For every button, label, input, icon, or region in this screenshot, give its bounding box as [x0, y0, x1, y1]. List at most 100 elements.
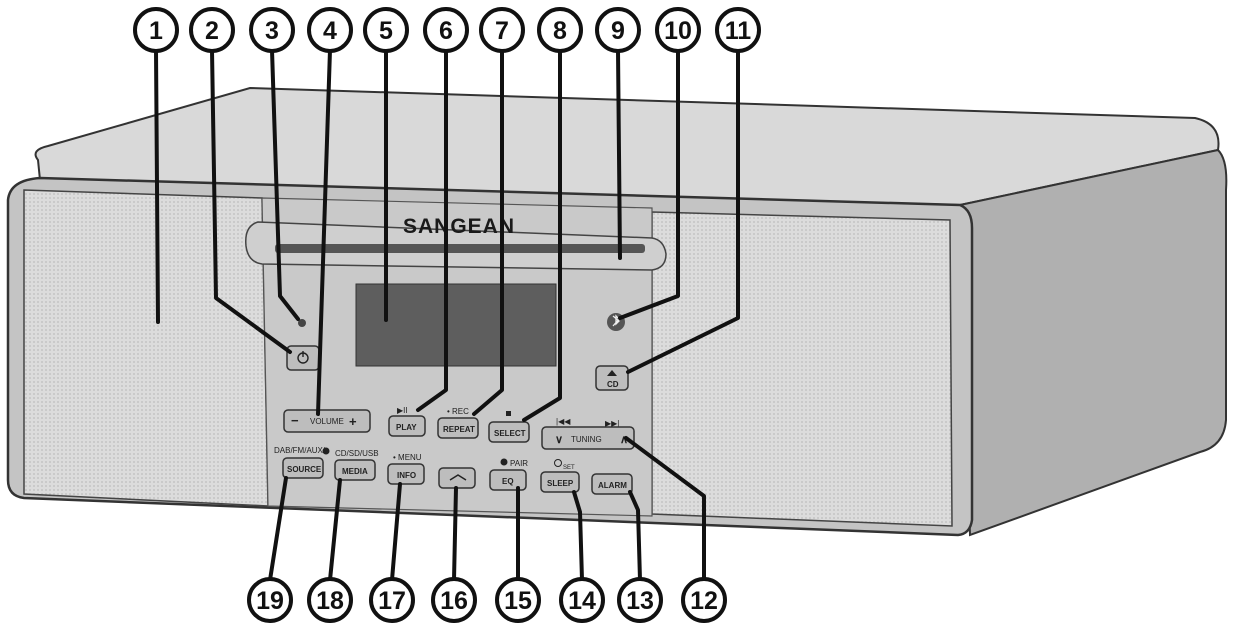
svg-text:18: 18	[316, 587, 344, 615]
dab-fm-aux-label: DAB/FM/AUX/	[274, 446, 326, 455]
svg-text:CD: CD	[607, 380, 619, 389]
tuning-control[interactable]: |◀◀ ▶▶| ∨ TUNING ∧	[541, 417, 635, 450]
svg-text:EQ: EQ	[502, 477, 514, 486]
svg-text:TUNING: TUNING	[571, 435, 602, 444]
top-surface	[34, 86, 1220, 207]
bluetooth-icon	[612, 314, 620, 327]
callout-4: 4	[307, 7, 353, 53]
callout-18: 18	[307, 577, 353, 623]
callout-markers: 1 2 3 4 5 6 7 8 9 10 11 12 13 14 15 16 1…	[133, 7, 761, 623]
callout-15: 15	[495, 577, 541, 623]
svg-text:MEDIA: MEDIA	[342, 467, 368, 476]
svg-text:19: 19	[256, 587, 284, 615]
tune-down[interactable]: ∨	[555, 434, 563, 446]
svg-text:15: 15	[504, 587, 532, 615]
svg-text:6: 6	[439, 17, 453, 45]
left-speaker-grille	[23, 189, 269, 507]
repeat-button[interactable]: • REC REPEAT	[437, 407, 479, 439]
callout-9: 9	[595, 7, 641, 53]
power-button[interactable]	[286, 345, 320, 371]
leader-14	[572, 490, 584, 582]
callout-17: 17	[369, 577, 415, 623]
svg-text:8: 8	[553, 17, 567, 45]
callout-10: 10	[655, 7, 701, 53]
bluetooth-pair-icon	[500, 458, 508, 466]
svg-text:14: 14	[568, 587, 596, 615]
leader-10	[618, 48, 680, 320]
svg-text:13: 13	[626, 587, 654, 615]
favourite-button[interactable]	[438, 467, 476, 489]
stop-icon	[506, 411, 511, 416]
leader-6	[416, 48, 448, 412]
next-track-icon: ▶▶|	[605, 419, 619, 428]
svg-text:11: 11	[725, 17, 752, 45]
callout-5: 5	[363, 7, 409, 53]
menu-label: • MENU	[393, 453, 422, 462]
right-side	[958, 148, 1228, 537]
leader-9	[616, 48, 622, 260]
leader-19	[268, 476, 288, 582]
cd-sd-usb-label: CD/SD/USB	[335, 449, 379, 458]
callout-12: 12	[681, 577, 727, 623]
svg-text:SOURCE: SOURCE	[287, 465, 322, 474]
leader-lines	[154, 48, 740, 582]
pair-label: PAIR	[510, 459, 528, 468]
leader-7	[472, 48, 504, 416]
leader-11	[626, 48, 740, 374]
leader-13	[628, 490, 642, 582]
callout-3: 3	[249, 7, 295, 53]
clock-icon	[554, 459, 562, 467]
svg-text:INFO: INFO	[397, 471, 416, 480]
right-speaker-grille	[651, 211, 953, 527]
leader-12	[624, 436, 706, 582]
leader-8	[522, 48, 562, 422]
favourite-icon	[449, 474, 467, 481]
svg-text:10: 10	[664, 17, 692, 45]
svg-text:9: 9	[611, 17, 625, 45]
svg-text:7: 7	[495, 17, 509, 45]
leader-3	[270, 48, 300, 321]
volume-plus[interactable]: +	[349, 414, 357, 429]
svg-text:5: 5	[379, 17, 393, 45]
leader-4	[316, 48, 332, 416]
info-button[interactable]: INFO	[387, 463, 425, 485]
volume-minus[interactable]: −	[291, 413, 299, 428]
leader-16	[452, 486, 458, 582]
rec-label: • REC	[447, 407, 469, 416]
leader-1	[154, 48, 160, 324]
tune-up[interactable]: ∧	[620, 434, 628, 446]
callout-13: 13	[617, 577, 663, 623]
leader-18	[328, 478, 342, 582]
svg-text:2: 2	[205, 17, 219, 45]
volume-control[interactable]: − VOLUME +	[283, 409, 371, 433]
svg-text:SELECT: SELECT	[494, 429, 526, 438]
callout-8: 8	[537, 7, 583, 53]
callout-7: 7	[479, 7, 525, 53]
svg-text:VOLUME: VOLUME	[310, 417, 344, 426]
media-button[interactable]: MEDIA	[334, 459, 376, 481]
play-button[interactable]: ▶︎II PLAY	[388, 406, 426, 437]
svg-text:SLEEP: SLEEP	[547, 479, 574, 488]
remote-sensor	[298, 319, 306, 327]
eject-icon	[607, 370, 617, 376]
svg-text:4: 4	[323, 17, 337, 45]
svg-text:ALARM: ALARM	[598, 481, 627, 490]
set-label: SET	[563, 465, 575, 471]
callout-16: 16	[431, 577, 477, 623]
callout-14: 14	[559, 577, 605, 623]
select-button[interactable]: SELECT	[488, 411, 530, 443]
leader-17	[390, 482, 402, 582]
sleep-button[interactable]: SLEEP	[540, 471, 580, 493]
eq-button[interactable]: EQ	[489, 469, 527, 491]
alarm-button[interactable]: ALARM	[591, 473, 633, 495]
source-button[interactable]: SOURCE	[282, 457, 324, 479]
callout-11: 11	[715, 7, 761, 53]
callout-19: 19	[247, 577, 293, 623]
cd-eject-button[interactable]: CD	[595, 365, 629, 391]
svg-text:3: 3	[265, 17, 279, 45]
lcd-display	[355, 283, 557, 367]
callout-1: 1	[133, 7, 179, 53]
previous-track-icon: |◀◀	[556, 417, 571, 426]
leader-2	[210, 48, 292, 354]
